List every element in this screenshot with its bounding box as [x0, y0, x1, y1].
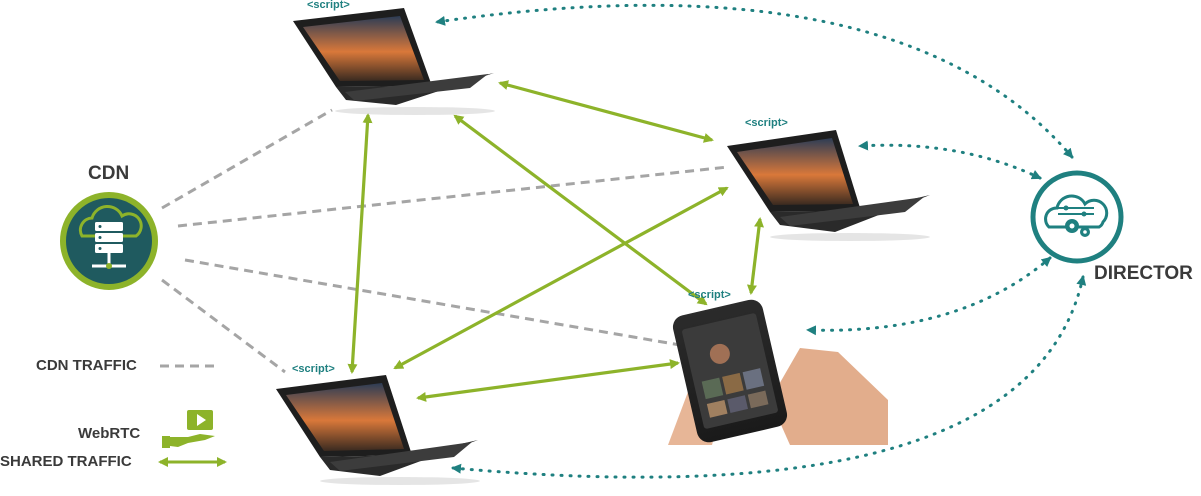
script-tag-smartphone: <script> — [688, 289, 731, 301]
director-label: DIRECTOR — [1094, 263, 1193, 284]
cdn-line-to-smartphone — [184, 258, 681, 347]
arrow-top-right — [498, 80, 714, 143]
cdn-label: CDN — [88, 163, 130, 184]
legend-webrtc: WebRTC — [78, 425, 141, 442]
director-link-smartphone — [806, 256, 1052, 336]
director-link-laptop-top — [435, 3, 1074, 159]
script-tag-laptop-top: <script> — [307, 0, 350, 11]
director-link-laptop-bottom — [451, 275, 1087, 479]
director-signaling-lines — [435, 3, 1087, 479]
webrtc-arrows — [347, 80, 764, 402]
hand-video-icon — [162, 410, 215, 448]
smartphone — [668, 299, 888, 445]
arrow-top-phone — [453, 114, 708, 306]
director-link-laptop-right — [858, 140, 1042, 180]
laptop-bottom — [276, 375, 480, 485]
arrow-top-bottom — [347, 113, 373, 374]
arrow-right-bottom — [393, 186, 729, 370]
legend-shared-traffic: SHARED TRAFFIC — [0, 453, 132, 470]
cdn-line-to-laptop-top — [161, 108, 333, 210]
cdn-line-to-laptop-bottom — [161, 278, 286, 374]
cloud-gears-icon — [1030, 170, 1124, 264]
script-tag-laptop-right: <script> — [745, 117, 788, 129]
laptop-right — [727, 130, 930, 241]
cloud-server-icon — [60, 192, 158, 290]
right-hand — [770, 348, 888, 445]
legend-cdn-traffic: CDN TRAFFIC — [36, 357, 137, 374]
arrow-bottom-phone — [416, 359, 680, 402]
cdn-line-to-laptop-right — [177, 165, 729, 228]
cdn-traffic-lines — [161, 108, 729, 374]
arrow-right-phone — [747, 217, 764, 295]
script-tag-laptop-bottom: <script> — [292, 363, 335, 375]
laptop-top — [293, 8, 495, 115]
